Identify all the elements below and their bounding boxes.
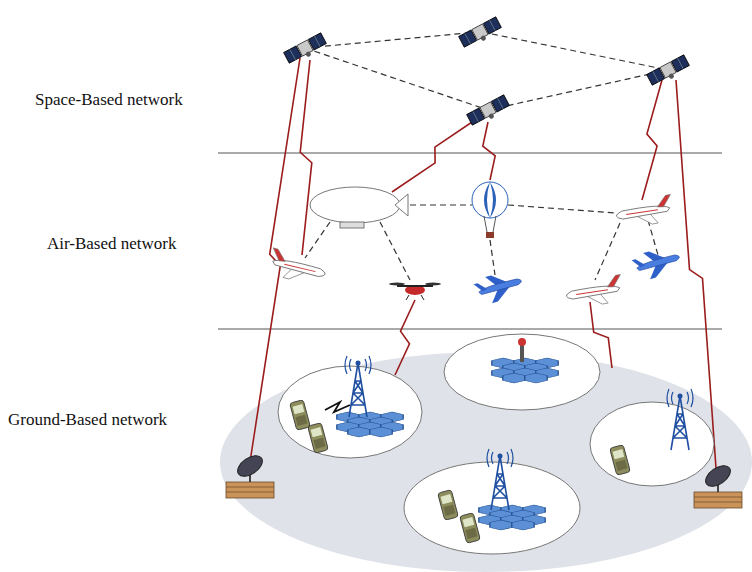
layer-label: Space-Based network bbox=[35, 90, 183, 110]
radio-link bbox=[392, 118, 478, 192]
ground-equipment bbox=[226, 338, 742, 543]
layer-label: Ground-Based network bbox=[8, 410, 167, 430]
radio-link bbox=[483, 122, 495, 180]
layer-label: Air-Based network bbox=[47, 234, 176, 254]
layer-line bbox=[218, 153, 722, 154]
radio-link bbox=[395, 300, 415, 375]
satellites bbox=[284, 17, 691, 128]
radio-link bbox=[642, 80, 662, 200]
radio-link bbox=[300, 60, 312, 255]
layer-line bbox=[218, 329, 722, 330]
aircraft bbox=[267, 182, 683, 310]
cell-areas bbox=[278, 334, 714, 554]
satellite-links bbox=[305, 32, 668, 110]
